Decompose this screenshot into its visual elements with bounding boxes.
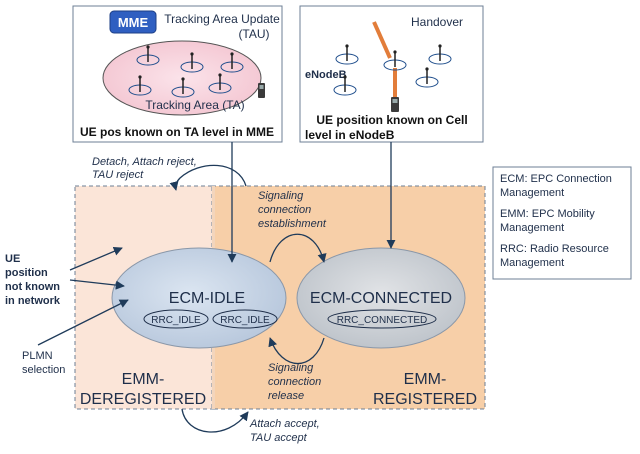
attach-accept-arrow [181,408,249,433]
emm-registered-label-line1: EMM- [404,371,447,388]
cell-tower-icon [335,44,359,65]
ecm-connected-label: ECM-CONNECTED [310,290,452,307]
signaling-release-label-line3: release [268,390,304,402]
cell-tower-icon [415,67,439,88]
rrc-idle-right-label: RRC_IDLE [220,315,270,326]
detach-label-line2: TAU reject [92,169,144,181]
ue-position-label-line3: not known [5,281,60,293]
legend-emm-line2: Management [500,222,564,234]
signaling-establishment-label-line2: connection [258,204,311,216]
detach-arrow [169,164,247,191]
signaling-release-arrow [268,337,325,364]
handover-link [372,21,392,59]
emm-deregistered-label-line2: DEREGISTERED [80,391,206,408]
enodeb-box: Handover eNodeB UE position known on C [299,5,484,143]
legend-ecm-line1: ECM: EPC Connection [500,173,612,185]
mobile-phone-icon [391,97,399,112]
emm-registered-label-line2: REGISTERED [373,391,477,408]
ecm-connected-state [296,247,466,349]
legend-rrc-line2: Management [500,257,564,269]
cell-tower-icon [220,52,244,73]
rrc-idle-substate [143,309,209,329]
detach-label-line1: Detach, Attach reject, [92,156,197,168]
rrc-idle-substate [212,309,278,329]
ecm-idle-label: ECM-IDLE [169,290,245,307]
attach-accept-label-line2: TAU accept [250,432,308,444]
enodeb-caption-line2: level in eNodeB [305,128,395,142]
cell-tower-icon [333,75,357,96]
plmn-selection-arrow [37,299,129,346]
mme-caption: UE pos known on TA level in MME [80,125,274,139]
legend-emm-line1: EMM: EPC Mobility [500,208,595,220]
ue-position-label-line4: in network [5,295,61,307]
handover-title: Handover [411,15,463,29]
ue-position-arrow [69,247,123,271]
mme-badge [109,10,157,34]
signaling-release-label-line2: connection [268,376,321,388]
mobile-phone-icon [258,83,265,98]
cell-tower-icon [428,44,452,65]
cell-tower-icon [171,77,195,98]
tau-abbrev: (TAU) [238,27,269,41]
cell-tower-icon [383,50,407,71]
legend-box: ECM: EPC Connection Management EMM: EPC … [492,166,632,280]
tau-title: Tracking Area Update [164,12,280,26]
ue-position-arrow [69,279,125,290]
rrc-idle-left-label: RRC_IDLE [151,315,201,326]
plmn-label-line1: PLMN [22,350,53,362]
legend-ecm-line2: Management [500,187,564,199]
attach-accept-label-line1: Attach accept, [249,418,320,430]
ue-position-label-line1: UE [5,253,20,265]
mme-badge-label: MME [118,15,149,30]
legend-rrc-line1: RRC: Radio Resource [500,243,609,255]
signaling-establishment-arrow [269,233,327,263]
cell-tower-icon [208,73,232,94]
signaling-establishment-label-line3: establishment [258,218,327,230]
tracking-area-label: Tracking Area (TA) [145,98,244,112]
cell-tower-icon [180,52,204,73]
plmn-label-line2: selection [22,364,65,376]
enodeb-caption-line1: UE position known on Cell [316,113,467,127]
ue-position-label-line2: position [5,267,48,279]
rrc-connected-substate [327,309,437,329]
signaling-release-label-line1: Signaling [268,362,314,374]
emm-deregistered-label-line1: EMM- [122,371,165,388]
cell-tower-icon [128,75,152,96]
rrc-connected-label: RRC_CONNECTED [337,315,428,326]
cell-tower-icon [136,45,160,66]
enodeb-label: eNodeB [305,69,347,81]
mme-box: MME Tracking Area Update (TAU) Tracking … [72,5,283,143]
ecm-idle-state [111,247,287,349]
signaling-establishment-label-line1: Signaling [258,190,304,202]
